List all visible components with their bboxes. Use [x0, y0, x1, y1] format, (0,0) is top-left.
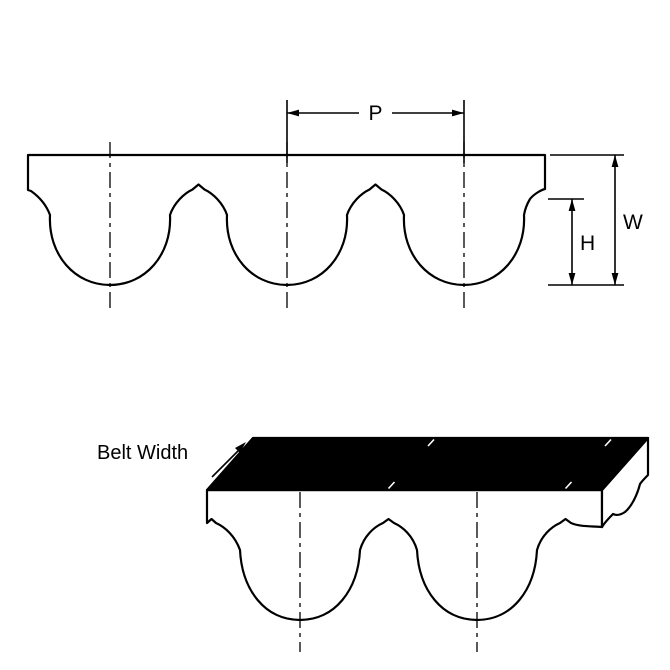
belt-width-arrowhead — [235, 442, 246, 453]
height-dimension: H — [548, 198, 595, 285]
belt-front-profile — [205, 488, 604, 622]
width-label: W — [623, 211, 643, 234]
pitch-label: P — [368, 102, 382, 125]
seam-tick — [604, 438, 612, 447]
width-arrowhead-bottom — [611, 273, 619, 285]
seam-tick — [387, 481, 396, 490]
perspective-view: Belt Width — [97, 436, 650, 652]
belt-width-leader-line — [211, 449, 240, 478]
height-arrowhead-bottom — [568, 273, 576, 285]
seam-tick — [564, 481, 573, 490]
belt-top-face — [205, 436, 650, 492]
width-arrowhead-top — [611, 155, 619, 167]
pitch-dimension: P — [286, 100, 465, 163]
seam-tick — [427, 438, 435, 447]
belt-width-label: Belt Width — [97, 442, 188, 464]
height-arrowhead-top — [568, 199, 576, 211]
pitch-arrowhead-right — [452, 109, 464, 117]
profile-view: P W H — [26, 100, 643, 312]
belt-width-annotation: Belt Width — [97, 442, 246, 478]
pitch-arrowhead-left — [287, 109, 299, 117]
belt-end-face — [600, 436, 650, 529]
height-label: H — [580, 232, 595, 255]
width-dimension: W — [548, 154, 643, 286]
